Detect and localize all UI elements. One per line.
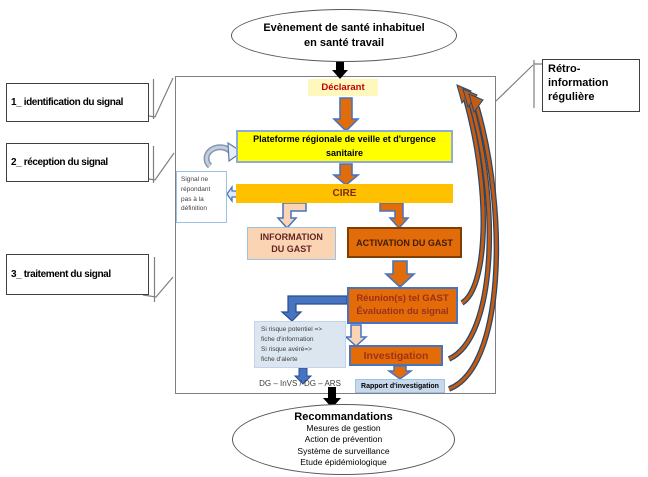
step-box-reception: 2_ réception du signal <box>6 143 149 182</box>
step-label-reception: 2_ réception du signal <box>11 157 108 168</box>
step-label-identification: 1_ identification du signal <box>11 97 123 108</box>
retro-information-box: Rétro- information régulière <box>542 59 640 112</box>
plateforme-line2: sanitaire <box>325 147 364 158</box>
risque-note-line2: fiche d'information <box>261 336 314 344</box>
rapport-investigation-box: Rapport d'investigation <box>355 379 445 393</box>
recommandations-title: Recommandations <box>294 411 393 424</box>
signal-note-line4: définition <box>181 205 208 213</box>
risque-note-line3: Si risque avéré=> <box>261 346 312 354</box>
retro-line3: régulière <box>548 90 595 103</box>
callout-line-retro <box>495 63 543 102</box>
recommandations-ellipse: Recommandations Mesures de gestion Actio… <box>232 404 455 475</box>
investigation-box: Investigation <box>349 345 443 366</box>
reunion-line2: Évaluation du signal <box>356 305 449 317</box>
event-ellipse: Evènement de santé inhabituel en santé t… <box>231 9 457 62</box>
signal-note-box: Signal ne répondant pas à la définition <box>176 171 227 223</box>
information-gast-line2: DU GAST <box>271 243 312 254</box>
step-label-traitement: 3_ traitement du signal <box>11 269 111 280</box>
information-gast-line1: INFORMATION <box>260 231 323 242</box>
recommandation-item-2: Action de prévention <box>304 434 383 445</box>
rapport-investigation-label: Rapport d'investigation <box>361 382 439 390</box>
risque-note-line1: Si risque potentiel => <box>261 326 323 333</box>
plateforme-line1: Plateforme régionale de veille et d'urge… <box>253 134 436 145</box>
recommandation-item-1: Mesures de gestion <box>306 423 381 434</box>
reunion-box: Réunion(s) tel GAST Évaluation du signal <box>347 287 458 324</box>
recommandation-item-4: Etude épidémiologique <box>300 456 387 467</box>
cire-box: CIRE <box>236 184 453 203</box>
signal-note-line2: répondant <box>181 185 211 193</box>
cire-label: CIRE <box>332 188 357 199</box>
investigation-label: Investigation <box>363 349 429 362</box>
dg-invs-ars-label: DG – InVS / DG – ARS <box>240 377 360 389</box>
dg-invs-ars-text: DG – InVS / DG – ARS <box>259 378 341 388</box>
risque-note-line4: fiche d'alerte <box>261 356 298 364</box>
reunion-line1: Réunion(s) tel GAST <box>356 292 449 304</box>
activation-gast-box: ACTIVATION DU GAST <box>347 227 462 258</box>
retro-line2: information <box>548 76 609 89</box>
risque-note-box: Si risque potentiel => fiche d'informati… <box>254 321 346 368</box>
plateforme-box: Plateforme régionale de veille et d'urge… <box>236 130 453 163</box>
declarant-box: Déclarant <box>308 79 378 96</box>
event-ellipse-line2: en santé travail <box>303 36 385 49</box>
declarant-label: Déclarant <box>321 82 365 93</box>
recommandation-item-3: Système de surveillance <box>297 445 390 456</box>
signal-note-line3: pas à la <box>181 195 204 203</box>
information-gast-box: INFORMATION DU GAST <box>247 227 336 260</box>
step-box-identification: 1_ identification du signal <box>6 83 149 122</box>
step-box-traitement: 3_ traitement du signal <box>6 254 149 295</box>
event-ellipse-line1: Evènement de santé inhabituel <box>263 21 425 34</box>
activation-gast-label: ACTIVATION DU GAST <box>356 237 453 248</box>
retro-line1: Rétro- <box>548 63 581 75</box>
signal-note-line1: Signal ne <box>181 176 209 183</box>
